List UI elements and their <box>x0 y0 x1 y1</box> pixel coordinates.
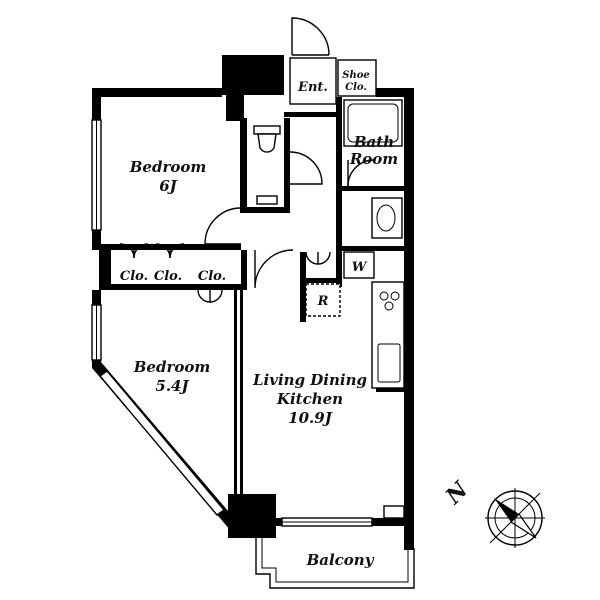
doors <box>119 17 375 303</box>
wash-basin-fixture <box>371 197 403 239</box>
interior-walls <box>101 97 404 495</box>
structural-columns <box>99 55 284 538</box>
windows <box>91 119 373 527</box>
closet-label-1: Clo. <box>120 269 148 284</box>
bathtub-fixture <box>343 99 403 147</box>
room-labels: Bedroom 6J Bedroom 5.4J Living Dining Ki… <box>120 70 474 569</box>
bedroom-a-name: Bedroom <box>129 158 207 176</box>
compass-rose-icon <box>485 488 545 548</box>
entrance-landing <box>289 57 337 105</box>
shoe-closet-box <box>337 59 377 97</box>
balcony-outline <box>255 538 415 589</box>
closet-label-2: Clo. <box>154 269 182 284</box>
bedroom-a-size: 6J <box>159 177 177 195</box>
bedroom-b-name: Bedroom <box>133 358 211 376</box>
compass-north-letter: N <box>440 476 474 510</box>
bath-name-line1: Bath <box>353 133 394 151</box>
shoe-closet-line2: Clo. <box>345 82 367 93</box>
bath-name-line2: Room <box>349 150 398 168</box>
shoe-closet-line1: Shoe <box>342 70 370 81</box>
fixtures <box>253 57 405 519</box>
refrigerator-box <box>305 283 341 317</box>
bedroom-b-size: 5.4J <box>155 377 189 395</box>
washer-label: W <box>352 260 368 275</box>
ldk-name-line1: Living Dining <box>252 371 367 389</box>
ldk-size: 10.9J <box>288 409 333 427</box>
closet-label-3: Clo. <box>198 269 226 284</box>
washer-box <box>343 251 375 279</box>
ldk-name-line2: Kitchen <box>276 390 343 408</box>
entrance-label: Ent. <box>297 80 328 95</box>
refrigerator-label: R <box>317 294 329 309</box>
balcony-label: Balcony <box>306 551 375 569</box>
toilet-fixture <box>253 125 281 205</box>
kitchen-counter <box>371 281 405 389</box>
